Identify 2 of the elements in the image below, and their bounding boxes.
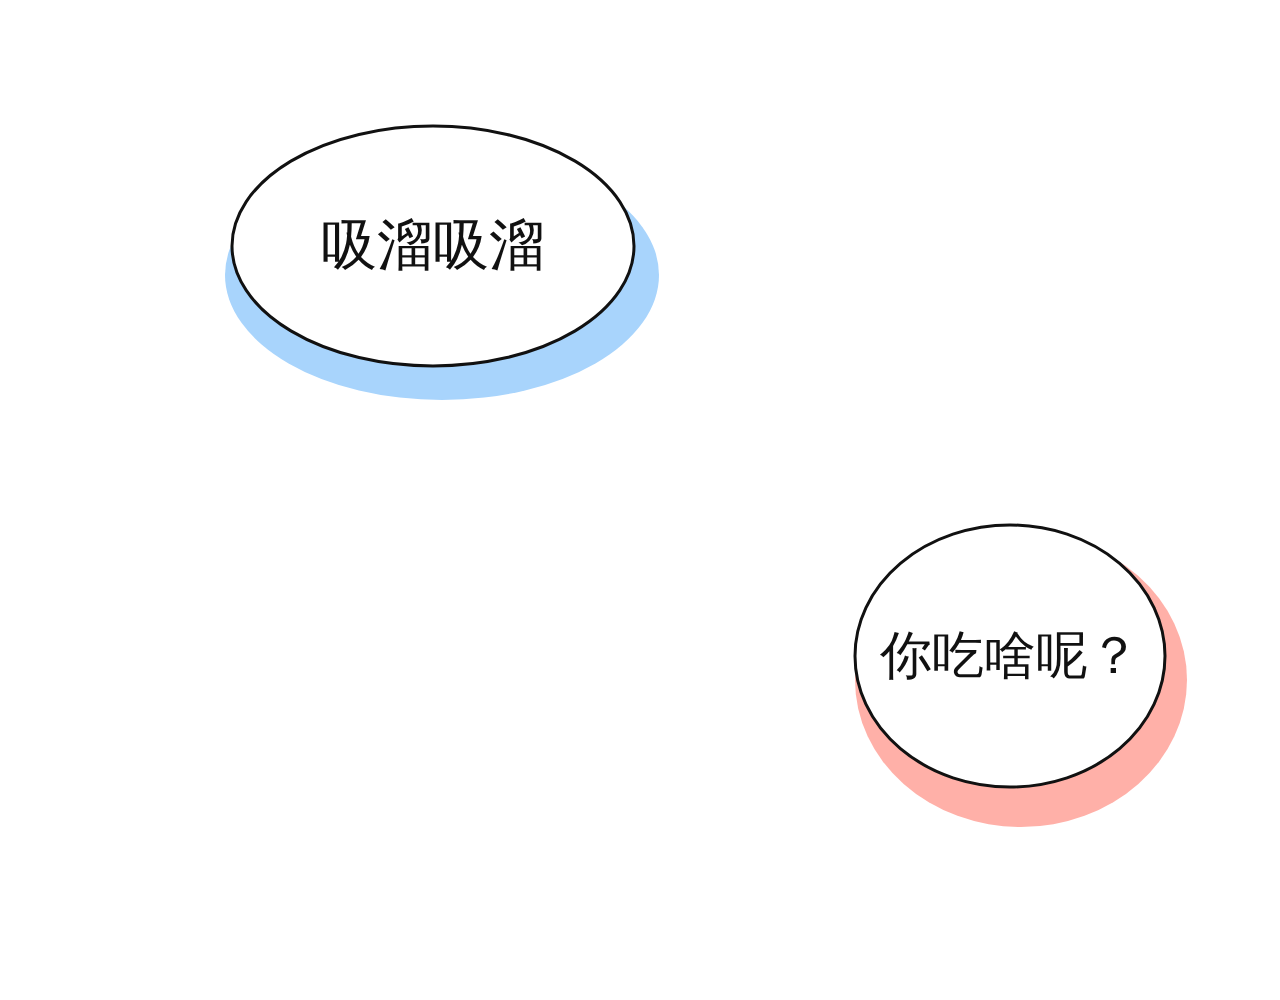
- speech-text: 吸溜吸溜: [321, 211, 545, 279]
- speech-text: 你吃啥呢？: [880, 624, 1140, 687]
